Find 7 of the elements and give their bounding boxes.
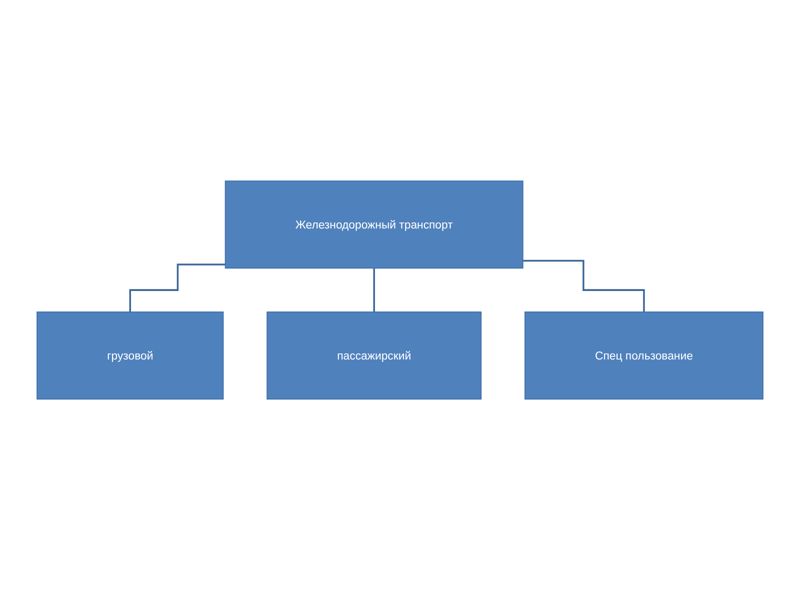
connector xyxy=(129,264,226,313)
node-box: грузовой xyxy=(36,311,224,400)
connector xyxy=(373,267,375,313)
connector xyxy=(522,260,645,313)
node-box: пассажирский xyxy=(266,311,482,400)
node-box: Спец пользование xyxy=(524,311,764,400)
node-box: Железнодорожный транспорт xyxy=(224,180,524,269)
